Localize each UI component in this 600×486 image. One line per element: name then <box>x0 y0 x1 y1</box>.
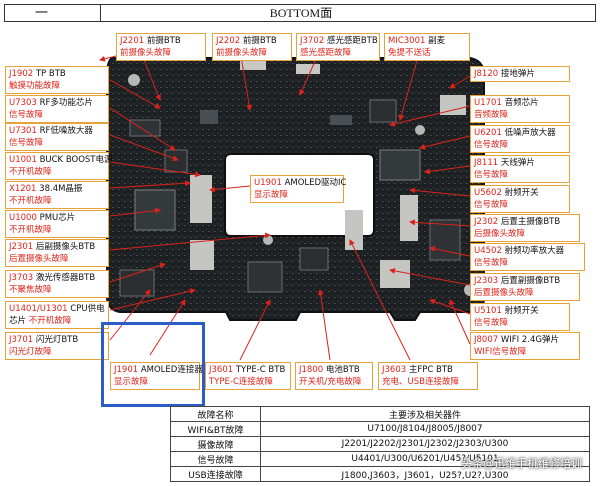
label-X1201: X1201 38.4M晶振 不开机故障 <box>5 181 109 209</box>
label-U5602: U5602 射频开关 信号故障 <box>470 185 570 213</box>
table-cell-fault: USB连接故障 <box>170 466 261 482</box>
header-bar: 一 BOTTOM面 <box>4 4 596 22</box>
label-U1001: U1001 BUCK BOOST电源 不开机故障 <box>5 152 112 180</box>
label-J3603: J3603 主FPC BTB 充电、USB连接故障 <box>378 362 478 390</box>
table-cell-components: U7100/J8104/J8005/J8007 <box>260 421 590 437</box>
table-cell-components: J1800,J3603，J3601，U25?,U2?,U300 <box>260 466 590 482</box>
label-J2201: J2201 前摄BTB 前摄像头故障 <box>116 33 206 61</box>
header-title: BOTTOM面 <box>269 6 333 20</box>
label-J3701: J3701 闪光灯BTB 闪光灯故障 <box>5 332 109 360</box>
label-J3702: J3702 感光感距BTB 感光感距故障 <box>296 33 380 61</box>
fault-component-table: 故障名称 主要涉及相关器件 WIFI&BT故障 U7100/J8104/J800… <box>170 406 590 482</box>
label-J8111: J8111 天线弹片 信号故障 <box>470 155 570 183</box>
watermark: 头条@迅维手机维修培训 <box>461 457 582 470</box>
table-cell-fault: 信号故障 <box>170 451 261 467</box>
header-index: 一 <box>35 5 49 20</box>
label-U5101: U5101 射频开关 信号故障 <box>470 303 570 331</box>
label-J2202: J2202 前摄BTB 前摄像头故障 <box>212 33 292 61</box>
table-header-row: 故障名称 主要涉及相关器件 <box>170 406 590 422</box>
table-cell-components: J2201/J2202/J2301/J2302/J2303/U300 <box>260 436 590 452</box>
label-J1800: J1800 电池BTB 开关机/充电故障 <box>295 362 373 390</box>
label-J3703: J3703 激光传感器BTB 不聚焦故障 <box>5 270 109 298</box>
label-J1902: J1902 TP BTB 触摸功能故障 <box>5 66 109 94</box>
header-divider <box>100 5 101 21</box>
label-U6201: U6201 低噪声放大器 信号故障 <box>470 125 570 153</box>
table-row: WIFI&BT故障 U7100/J8104/J8005/J8007 <box>170 421 590 437</box>
label-U1000: U1000 PMU芯片 不开机故障 <box>5 210 109 238</box>
label-J2302: J2302 后置主摄像BTB 后摄像头故障 <box>470 214 580 242</box>
label-U7301: U7301 RF低噪放大器 信号故障 <box>5 123 109 151</box>
table-row: 摄像故障 J2201/J2202/J2301/J2302/J2303/U300 <box>170 436 590 452</box>
label-J2303: J2303 后置副摄像BTB 后置摄像头故障 <box>470 273 580 301</box>
highlight-box-J1901 <box>101 322 205 407</box>
label-J2301: J2301 后副摄像头BTB 后置摄像头故障 <box>5 239 109 267</box>
label-J3601: J3601 TYPE-C BTB TYPE-C连接故障 <box>205 362 291 390</box>
table-cell-fault: 摄像故障 <box>170 436 261 452</box>
label-U4502: U4502 射频功率放大器 信号故障 <box>470 243 585 271</box>
label-U7303: U7303 RF多功能芯片 信号故障 <box>5 95 109 123</box>
table-header-fault: 故障名称 <box>170 406 261 422</box>
label-MIC3001: MIC3001 副麦 免提不送话 <box>384 33 470 61</box>
label-U1401-U1301: U1401/U1301 CPU供电 芯片 不开机故障 <box>5 301 109 329</box>
label-U1901: U1901 AMOLED驱动IC 显示故障 <box>250 175 347 203</box>
label-J8120: J8120 接地弹片 <box>470 66 570 82</box>
label-U1701: U1701 音频芯片 音频故障 <box>470 95 570 123</box>
label-J1901: J1901 AMOLED连接器 显示故障 <box>110 362 203 390</box>
table-row: USB连接故障 J1800,J3603，J3601，U25?,U2?,U300 <box>170 466 590 482</box>
label-J8007: J8007 WIFI 2.4G弹片 WIFI信号故障 <box>470 332 580 360</box>
table-header-components: 主要涉及相关器件 <box>260 406 590 422</box>
table-cell-fault: WIFI&BT故障 <box>170 421 261 437</box>
